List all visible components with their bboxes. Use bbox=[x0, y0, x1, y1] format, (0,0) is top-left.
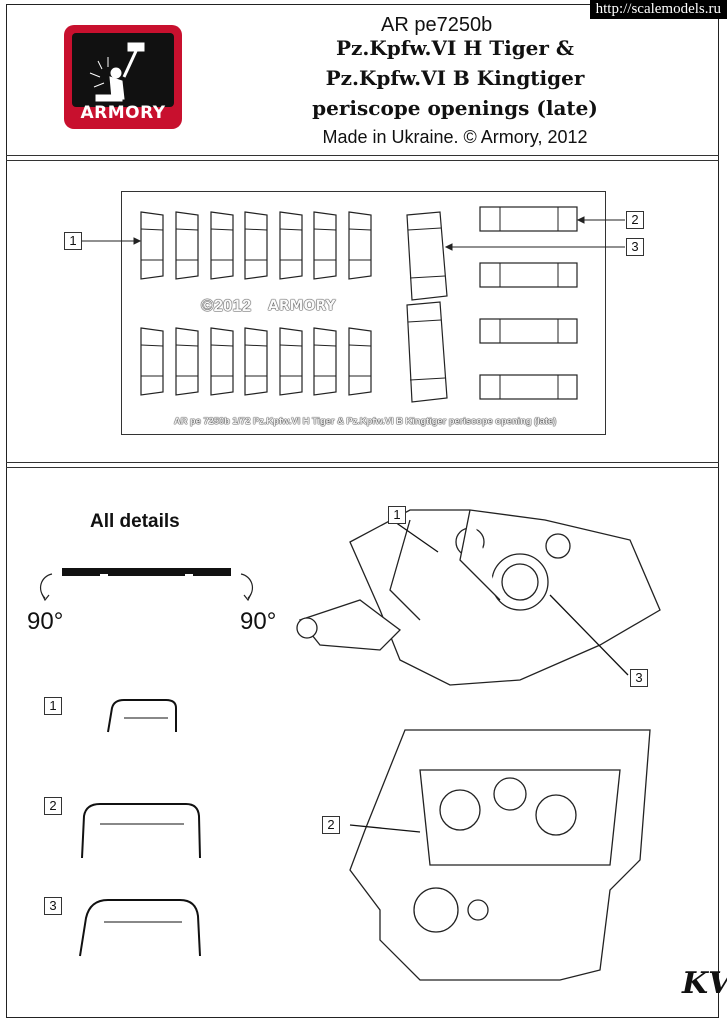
product-code: AR pe7250b bbox=[381, 14, 493, 36]
callout-3: 3 bbox=[626, 238, 644, 256]
fret-copyright-mark: ©2012 bbox=[201, 296, 252, 315]
fret-caption: AR pe 7250b 1/72 Pz.Kpfw.VI H Tiger & Pz… bbox=[173, 416, 557, 427]
divider-middle-2 bbox=[6, 467, 719, 468]
fret-leader-lines bbox=[82, 216, 625, 251]
armory-logo: ARMORY bbox=[64, 25, 182, 129]
part-1-row-bottom bbox=[140, 327, 372, 396]
folded-part-shapes bbox=[79, 699, 201, 957]
part-2-pieces bbox=[479, 206, 578, 400]
divider-middle bbox=[6, 462, 719, 463]
logo-emblem bbox=[72, 33, 174, 107]
title-line-3: periscope openings (late) bbox=[312, 96, 598, 120]
divider-top bbox=[6, 155, 719, 156]
fold-angle-left: 90° bbox=[27, 608, 64, 635]
part-number-3: 3 bbox=[44, 897, 62, 915]
title-line-2: Pz.Kpfw.VI B Kingtiger bbox=[325, 66, 585, 90]
part-3-pieces bbox=[406, 211, 448, 403]
part-1-row-top bbox=[140, 211, 372, 280]
part-3-fold-lines bbox=[407, 227, 446, 381]
turret-callout-3: 3 bbox=[630, 669, 648, 687]
artist-signature: KV bbox=[682, 966, 727, 1001]
blacksmith-icon bbox=[89, 42, 145, 102]
part-2-fold-lines bbox=[499, 207, 559, 399]
part-1-fold-lines-bottom bbox=[140, 344, 372, 377]
assembly-drawings bbox=[39, 509, 661, 981]
turret-drawing bbox=[296, 509, 661, 686]
fret-parts-drawing bbox=[82, 206, 625, 403]
divider-top-2 bbox=[6, 160, 719, 161]
fold-profile-diagram bbox=[39, 568, 254, 602]
part-number-2: 2 bbox=[44, 797, 62, 815]
fold-angle-right: 90° bbox=[240, 608, 277, 635]
watermark-link[interactable]: http://scalemodels.ru bbox=[589, 0, 727, 19]
part-1-fold-lines-top bbox=[140, 228, 372, 261]
hull-drawing bbox=[349, 729, 651, 981]
part-number-1: 1 bbox=[44, 697, 62, 715]
photo-etch-fret bbox=[121, 191, 606, 435]
hull-callout-2: 2 bbox=[322, 816, 340, 834]
logo-wordmark: ARMORY bbox=[80, 103, 166, 123]
made-in-text: Made in Ukraine. © Armory, 2012 bbox=[322, 127, 588, 147]
fret-brand-mark: ARMORY bbox=[268, 298, 336, 314]
title-line-1: Pz.Kpfw.VI H Tiger & bbox=[336, 36, 574, 60]
callout-2: 2 bbox=[626, 211, 644, 229]
page-frame bbox=[6, 4, 719, 1018]
all-details-label: All details bbox=[90, 511, 180, 532]
callout-1: 1 bbox=[64, 232, 82, 250]
turret-callout-1: 1 bbox=[388, 506, 406, 524]
